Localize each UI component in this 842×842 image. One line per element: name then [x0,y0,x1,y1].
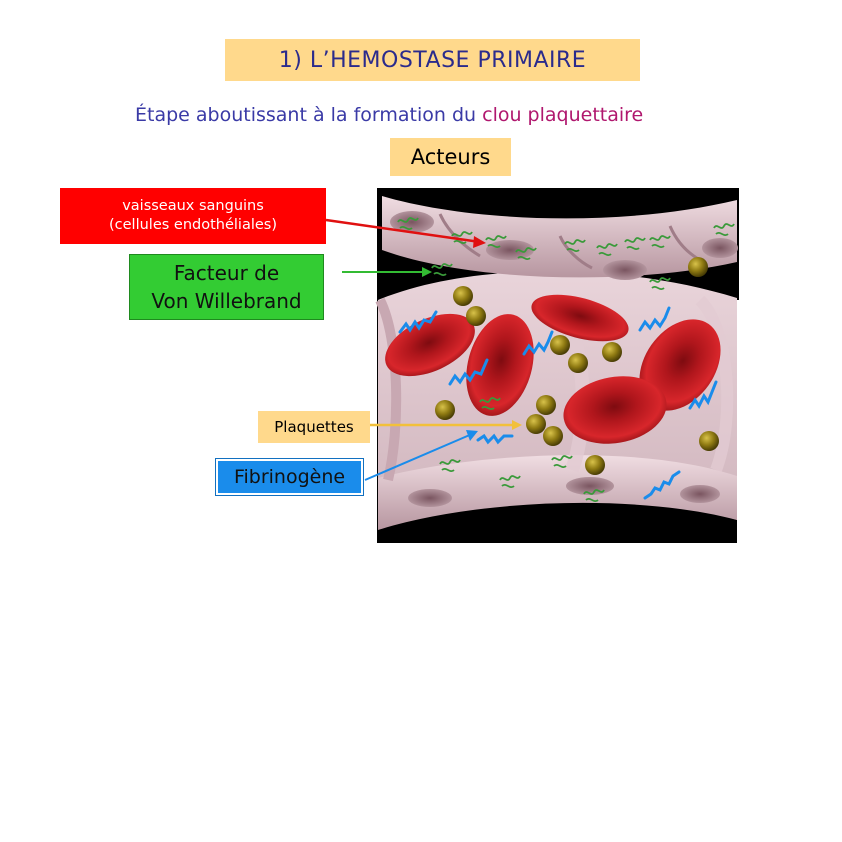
olive-sphere-icon [550,335,570,355]
olive-sphere-icon [453,286,473,306]
endothelial-cell [603,260,647,280]
olive-sphere-icon [699,431,719,451]
olive-sphere-icon [536,395,556,415]
olive-sphere-icon [543,426,563,446]
olive-sphere-icon [568,353,588,373]
endothelial-cell [408,489,452,507]
olive-sphere-icon [688,257,708,277]
olive-sphere-icon [526,414,546,434]
olive-sphere-icon [585,455,605,475]
endothelial-cell [680,485,720,503]
endothelial-cell [702,238,738,258]
olive-sphere-icon [466,306,486,326]
olive-sphere-icon [435,400,455,420]
endothelial-cell [566,477,614,495]
olive-sphere-icon [602,342,622,362]
